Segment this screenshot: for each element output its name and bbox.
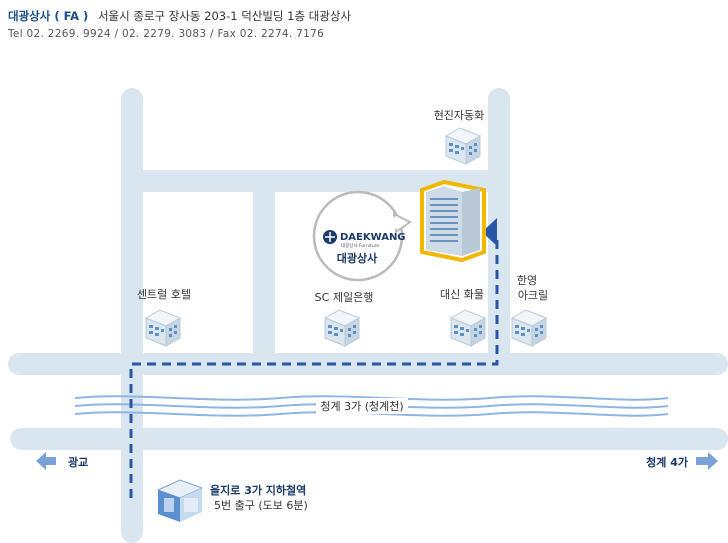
address-header: 대광상사 ( FA ) 서울시 종로구 장사동 203-1 덕산빌딩 1층 대광… xyxy=(8,8,351,40)
stream-label: 청계 3가 (청계천) xyxy=(320,399,403,413)
direction-west-label: 광교 xyxy=(68,456,88,469)
landmark-hyunjin-building-icon xyxy=(445,127,481,165)
road-lower-horizontal xyxy=(10,428,728,450)
subway-station-icon xyxy=(156,479,204,522)
landmark-hanyoung-label-1: 한영 xyxy=(517,274,537,287)
landmark-hyunjin-label: 현진자동화 xyxy=(434,109,485,122)
contact-numbers: Tel 02. 2269. 9924 / 02. 2279. 3083 / Fa… xyxy=(8,28,325,40)
subway-label-line1: 을지로 3가 지하철역 xyxy=(210,483,306,497)
landmark-daesin-label: 대신 화물 xyxy=(440,288,484,301)
walking-route xyxy=(129,238,499,498)
road-upper-horizontal xyxy=(8,353,728,375)
road-middle-vertical xyxy=(253,170,275,365)
landmark-sc-bank-building-icon xyxy=(324,309,360,347)
street-address: 서울시 종로구 장사동 203-1 덕산빌딩 1층 대광상사 xyxy=(97,9,352,23)
landmark-sc-bank-label: SC 제일은행 xyxy=(315,290,374,304)
east-arrow-icon xyxy=(696,452,718,470)
stream-label-bg xyxy=(316,398,408,414)
landmark-hanyoung-building-icon xyxy=(511,309,547,347)
daekwang-building xyxy=(420,179,486,263)
landmark-centrel-building-icon xyxy=(145,309,181,347)
address-line: 대광상사 ( FA ) 서울시 종로구 장사동 203-1 덕산빌딩 1층 대광… xyxy=(8,8,351,24)
logo-brand-sub: 대광상사 Furniture xyxy=(341,242,379,249)
company-name: 대광상사 ( FA ) xyxy=(8,9,89,23)
logo-company-name: 대광상사 xyxy=(337,251,378,265)
road-right-vertical xyxy=(488,88,510,373)
landmark-centrel-label: 센트럴 호텔 xyxy=(137,288,191,301)
daekwang-logo-bubble: DAEKWANG 대광상사 Furniture 대광상사 xyxy=(312,190,412,282)
subway-label-line2: 5번 출구 (도보 6분) xyxy=(214,499,308,512)
logo-brand: DAEKWANG xyxy=(340,232,406,243)
landmark-hanyoung-label-2: 아크릴 xyxy=(518,289,548,302)
direction-east-label: 청계 4가 xyxy=(646,455,688,469)
landmark-daesin-building-icon xyxy=(450,309,486,347)
route-arrow-head xyxy=(482,218,497,246)
west-arrow-icon xyxy=(36,452,56,470)
road-top-horizontal xyxy=(121,170,502,192)
roads xyxy=(8,88,728,543)
